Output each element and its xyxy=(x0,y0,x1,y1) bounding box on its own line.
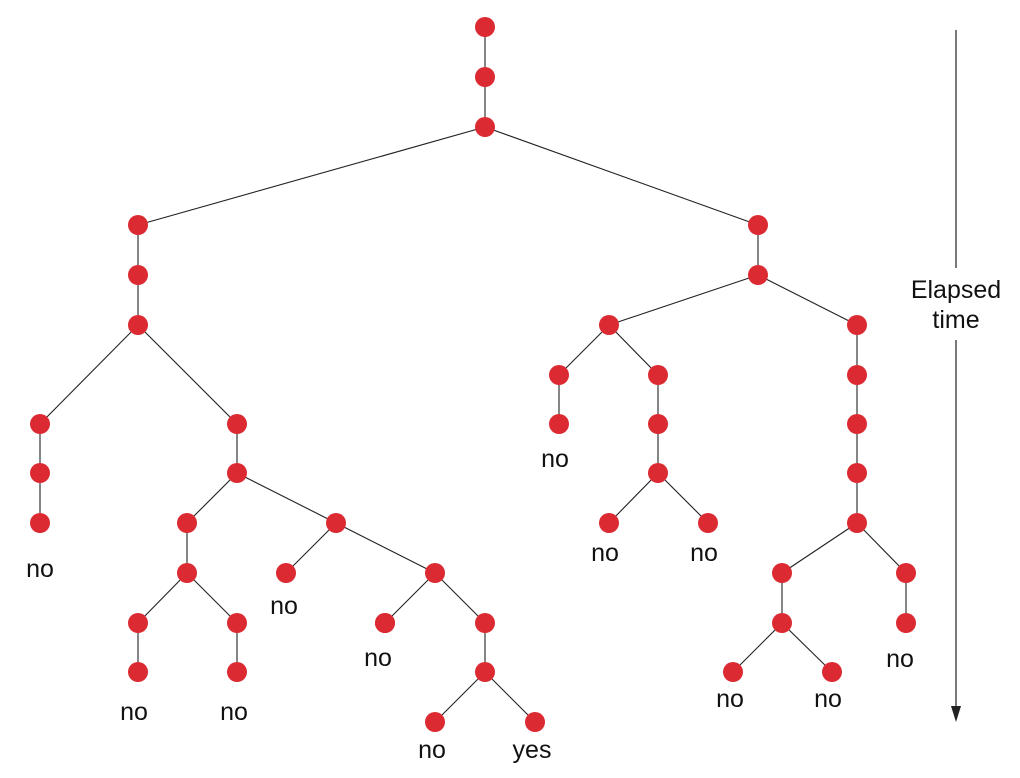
tree-node-LR2 xyxy=(227,463,247,483)
tree-edge-c2-c3 xyxy=(732,622,783,673)
tree-node-LL1 xyxy=(30,414,50,434)
tree-edge-b7-b8 xyxy=(434,671,486,723)
leaf-label-c4: no xyxy=(814,685,842,713)
leaf-label-c3: no xyxy=(716,685,744,713)
leaf-label-b5: no xyxy=(364,644,392,672)
leaf-label-b9: yes xyxy=(513,736,552,764)
tree-node-R1 xyxy=(748,215,768,235)
leaf-label-RM4: no xyxy=(591,539,619,567)
tree-edge-a2-a5 xyxy=(186,572,238,624)
tree-node-RR5 xyxy=(847,513,867,533)
tree-edge-RR5-c1 xyxy=(781,522,858,574)
leaf-label-b2: no xyxy=(270,592,298,620)
tree-node-n1 xyxy=(475,17,495,37)
tree-edge-b1-b2 xyxy=(285,522,337,574)
tree-node-b6 xyxy=(475,613,495,633)
leaf-label-RM5: no xyxy=(690,539,718,567)
tree-edge-RM3-RM4 xyxy=(608,472,659,524)
tree-node-c1 xyxy=(772,563,792,583)
tree-edge-b7-b9 xyxy=(484,671,536,723)
leaf-label-b8: no xyxy=(418,736,446,764)
tree-node-L1 xyxy=(128,215,148,235)
tree-node-RL xyxy=(599,315,619,335)
leaf-label-LL3: no xyxy=(26,555,54,583)
tree-edge-b3-b6 xyxy=(434,572,486,624)
tree-edge-R2-RR1 xyxy=(757,274,858,326)
elapsed-time-axis-arrowhead xyxy=(951,706,961,722)
tree-edge-c2-c4 xyxy=(781,622,833,673)
tree-edge-LR2-b1 xyxy=(236,472,337,524)
tree-node-L3 xyxy=(128,315,148,335)
tree-node-RR4 xyxy=(847,463,867,483)
tree-edge-R2-RL xyxy=(608,274,759,326)
tree-node-LL2 xyxy=(30,463,50,483)
tree-edge-b1-b3 xyxy=(335,522,436,574)
tree-node-RM3 xyxy=(648,463,668,483)
leaf-label-a4: no xyxy=(120,698,148,726)
tree-node-LL3 xyxy=(30,513,50,533)
leaf-label-RL2: no xyxy=(541,445,569,473)
tree-node-b3 xyxy=(425,563,445,583)
tree-node-RL1 xyxy=(549,365,569,385)
tree-node-d1 xyxy=(896,563,916,583)
tree-node-RR3 xyxy=(847,414,867,434)
tree-node-c4 xyxy=(822,662,842,682)
tree-edge-RL-RL1 xyxy=(558,324,610,376)
tree-node-c3 xyxy=(723,662,743,682)
tree-edge-b3-b4 xyxy=(384,572,436,624)
tree-node-RR1 xyxy=(847,315,867,335)
tree-node-a6 xyxy=(227,662,247,682)
tree-node-n3 xyxy=(475,117,495,137)
tree-node-a4 xyxy=(128,662,148,682)
tree-edge-L3-LR1 xyxy=(137,324,238,425)
tree-node-RM4 xyxy=(599,513,619,533)
leaf-label-d2: no xyxy=(886,645,914,673)
tree-node-a5 xyxy=(227,613,247,633)
tree-node-RL2 xyxy=(549,414,569,434)
elapsed-time-axis-label-line1: Elapsed xyxy=(911,276,1001,304)
tree-nodes xyxy=(30,17,916,732)
tree-node-L2 xyxy=(128,265,148,285)
tree-node-R2 xyxy=(748,265,768,285)
tree-node-LR1 xyxy=(227,414,247,434)
leaf-label-a6: no xyxy=(220,698,248,726)
tree-edge-RM3-RM5 xyxy=(657,472,709,524)
tree-node-b2 xyxy=(276,563,296,583)
tree-edge-RR5-d1 xyxy=(856,522,907,574)
tree-node-b5 xyxy=(375,613,395,633)
leaf-labels: no no no no no no yes no no no no no no xyxy=(26,445,914,764)
tree-node-RR2 xyxy=(847,365,867,385)
tree-node-a3 xyxy=(128,613,148,633)
tree-edge-L3-LL1 xyxy=(39,324,139,425)
tree-node-a2 xyxy=(177,563,197,583)
tree-edge-a2-a3 xyxy=(137,572,188,624)
tree-node-b8 xyxy=(425,712,445,732)
tree-node-RM5 xyxy=(698,513,718,533)
elapsed-time-axis-label-line2: time xyxy=(932,306,979,334)
tree-edge-RL-RM1 xyxy=(608,324,659,376)
tree-edge-n3-L1 xyxy=(137,126,486,226)
elapsed-time-axis: Elapsed time xyxy=(911,30,1001,722)
tree-node-b9 xyxy=(525,712,545,732)
tree-edge-n3-R1 xyxy=(484,126,759,226)
tree-node-c2 xyxy=(772,613,792,633)
tree-node-d2 xyxy=(896,613,916,633)
tree-node-b1 xyxy=(326,513,346,533)
tree-edge-LR2-a1 xyxy=(186,472,238,524)
tree-node-b7 xyxy=(475,662,495,682)
tree-node-n2 xyxy=(475,67,495,87)
tree-node-RM1 xyxy=(648,365,668,385)
tree-node-RM2 xyxy=(648,414,668,434)
tree-node-a1 xyxy=(177,513,197,533)
